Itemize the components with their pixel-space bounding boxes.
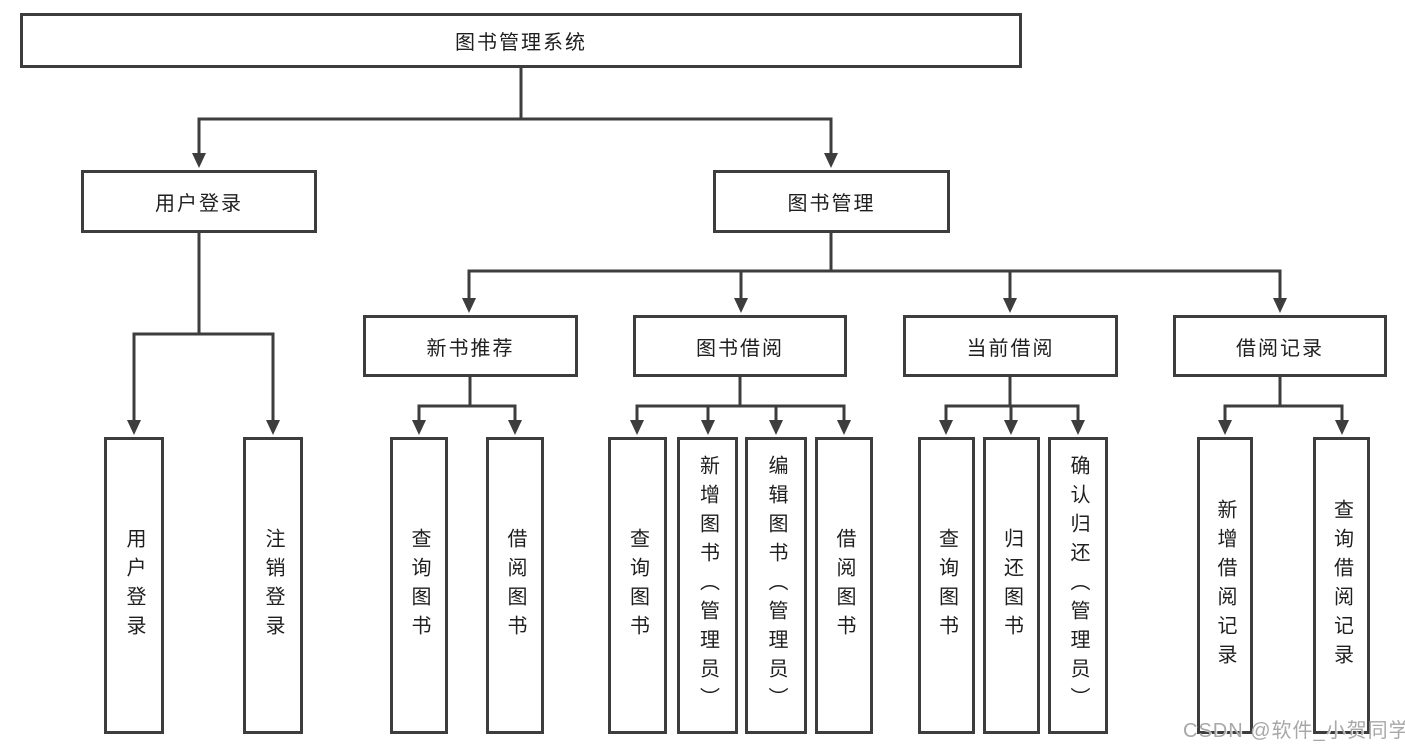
- arrow-icon: [508, 420, 522, 435]
- leaf-edit-books-admin-label: 编辑图书（管理员）: [765, 455, 787, 716]
- leaf-return-books-label: 归还图书: [1000, 527, 1023, 644]
- node-current-borrowing: 当前借阅: [903, 315, 1118, 377]
- node-root-label: 图书管理系统: [455, 32, 587, 54]
- arrow-icon: [266, 420, 280, 435]
- arrow-icon: [127, 420, 141, 435]
- arrow-icon: [630, 420, 644, 435]
- arrow-icon: [939, 420, 953, 435]
- arrow-icon: [769, 420, 783, 435]
- leaf-borrow-books: 借阅图书: [815, 437, 873, 734]
- node-new-book-recommend-label: 新书推荐: [426, 337, 515, 360]
- leaf-query-books-newbook-label: 查询图书: [408, 527, 430, 644]
- leaf-query-books-current-label: 查询图书: [935, 527, 958, 644]
- leaf-confirm-return-admin-label: 确认归还（管理员）: [1067, 455, 1089, 716]
- leaf-query-books-borrow: 查询图书: [608, 437, 667, 734]
- arrow-icon: [824, 153, 838, 168]
- leaf-logout-login: 注销登录: [243, 437, 303, 734]
- leaf-add-books-admin-label: 新增图书（管理员）: [696, 455, 719, 716]
- node-book-management: 图书管理: [713, 170, 950, 233]
- leaf-query-books-borrow-label: 查询图书: [626, 527, 649, 644]
- edge-root-to-level2: [197, 66, 833, 158]
- leaf-query-borrow-record: 查询借阅记录: [1313, 437, 1370, 734]
- node-borrowing-records-label: 借阅记录: [1236, 337, 1324, 360]
- leaf-query-borrow-record-label: 查询借阅记录: [1330, 498, 1353, 673]
- leaf-user-login: 用户登录: [104, 437, 164, 734]
- leaf-return-books: 归还图书: [983, 437, 1040, 734]
- edge-userlogin-to-leaves: [132, 231, 275, 425]
- arrow-icon: [192, 153, 206, 168]
- leaf-borrow-books-newbook-label: 借阅图书: [504, 527, 526, 644]
- arrow-icon: [1273, 298, 1287, 313]
- arrow-icon: [1003, 298, 1017, 313]
- edge-borrowrecord-to-leaves: [1223, 375, 1344, 425]
- node-user-login-label: 用户登录: [155, 193, 243, 215]
- leaf-add-borrow-record: 新增借阅记录: [1197, 437, 1253, 734]
- edge-bookborrow-to-leaves: [635, 375, 846, 425]
- node-book-management-label: 图书管理: [787, 193, 876, 215]
- arrow-icon: [837, 420, 851, 435]
- arrow-icon: [1335, 420, 1349, 435]
- arrow-icon: [701, 420, 715, 435]
- csdn-watermark: CSDN @软件_小贺同学: [1183, 720, 1405, 742]
- leaf-borrow-books-newbook: 借阅图书: [486, 437, 544, 734]
- arrow-icon: [734, 298, 748, 313]
- leaf-logout-login-label: 注销登录: [262, 527, 284, 644]
- leaf-query-books-current: 查询图书: [918, 437, 975, 734]
- edge-currentborrow-to-leaves: [944, 375, 1080, 425]
- leaf-add-borrow-record-label: 新增借阅记录: [1214, 498, 1236, 673]
- leaf-add-books-admin: 新增图书（管理员）: [677, 437, 738, 734]
- node-user-login: 用户登录: [81, 170, 317, 233]
- node-book-borrowing-label: 图书借阅: [696, 337, 784, 360]
- node-current-borrowing-label: 当前借阅: [966, 337, 1055, 360]
- leaf-edit-books-admin: 编辑图书（管理员）: [745, 437, 807, 734]
- leaf-confirm-return-admin: 确认归还（管理员）: [1048, 437, 1108, 734]
- arrow-icon: [1004, 420, 1018, 435]
- edge-bookmgmt-to-level3: [467, 231, 1282, 303]
- arrow-icon: [1218, 420, 1232, 435]
- leaf-query-books-newbook: 查询图书: [390, 437, 448, 734]
- node-new-book-recommend: 新书推荐: [363, 315, 578, 377]
- arrow-icon: [462, 298, 476, 313]
- edge-newbook-to-leaves: [417, 375, 517, 425]
- arrow-icon: [412, 420, 426, 435]
- node-book-borrowing: 图书借阅: [633, 315, 847, 377]
- leaf-borrow-books-label: 借阅图书: [833, 527, 855, 644]
- arrow-icon: [1071, 420, 1085, 435]
- node-borrowing-records: 借阅记录: [1173, 315, 1387, 377]
- leaf-user-login-label: 用户登录: [123, 527, 145, 644]
- node-root: 图书管理系统: [20, 13, 1022, 68]
